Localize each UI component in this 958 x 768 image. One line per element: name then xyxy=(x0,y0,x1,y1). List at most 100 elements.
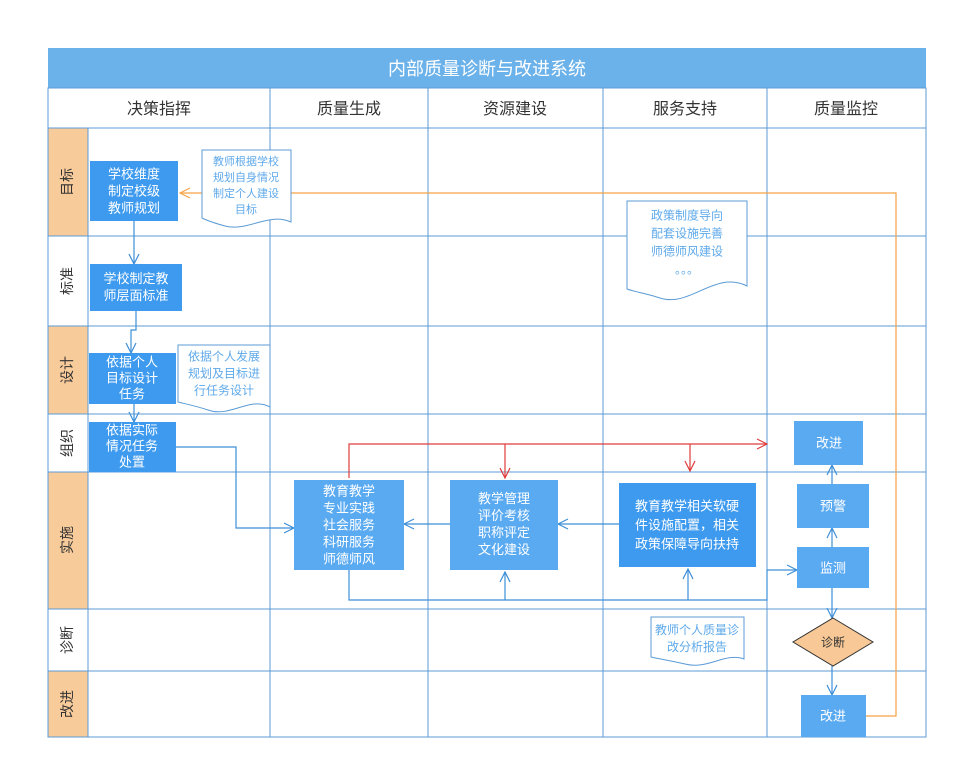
text-line: 文化建设 xyxy=(478,543,530,558)
box-support: 教育教学相关软硬件设施配置，相关政策保障导向扶持 xyxy=(619,483,756,567)
box-school-standard: 学校制定教师层面标准 xyxy=(90,264,182,311)
notes: 教师根据学校规划自身情况制定个人建设目标 政策制度导向配套设施完善师德师风建设。… xyxy=(177,149,748,666)
svg-text:改进: 改进 xyxy=(816,437,842,452)
text-line: 学校制定教 xyxy=(103,271,168,287)
connector-edu-to-monitor xyxy=(348,570,797,601)
row-label-standard: 标准 xyxy=(60,267,76,295)
note-teacher-goal: 教师根据学校规划自身情况制定个人建设目标 xyxy=(201,149,292,228)
title-text: 内部质量诊断与改进系统 xyxy=(388,59,586,80)
connector-standard-to-design xyxy=(131,311,137,353)
row-label-improve: 改进 xyxy=(60,690,76,718)
text-line: 目标设计 xyxy=(106,372,158,387)
box-school-plan: 学校维度制定校级教师规划 xyxy=(90,161,178,221)
text-line: 师层面标准 xyxy=(103,289,168,304)
svg-text:学校维度制定校级教师规划: 学校维度制定校级教师规划 xyxy=(108,167,160,217)
text-line: 教育教学 xyxy=(323,484,375,500)
text-line: 。。。 xyxy=(675,262,699,276)
column-header-quality-gen: 质量生成 xyxy=(317,99,381,118)
row-label-cell-improve xyxy=(48,671,88,737)
text-line: 依据实际 xyxy=(106,424,158,439)
text-line: 诊断 xyxy=(821,634,845,649)
text-line: 教学管理 xyxy=(478,491,530,507)
text-line: 教师规划 xyxy=(108,201,160,217)
red-connector-bar xyxy=(348,444,767,478)
column-header-row: 决策指挥 质量生成 资源建设 服务支持 质量监控 xyxy=(47,87,927,129)
row-label-diagnose: 诊断 xyxy=(60,626,76,654)
row-label-goal: 目标 xyxy=(60,168,76,196)
text-line: 学校维度 xyxy=(108,167,160,183)
text-line: 监测 xyxy=(820,562,846,577)
note-policy: 政策制度导向配套设施完善师德师风建设。。。 xyxy=(626,200,748,301)
svg-text:教学管理评价考核职称评定文化建设: 教学管理评价考核职称评定文化建设 xyxy=(478,491,530,558)
row-label-cell-goal xyxy=(48,128,88,236)
text-line: 师德师风 xyxy=(323,553,375,568)
svg-text:诊断: 诊断 xyxy=(821,634,845,649)
box-org-task: 依据实际情况任务处置 xyxy=(89,422,176,472)
text-line: 制定个人建设 xyxy=(213,186,279,200)
row-label-implement: 实施 xyxy=(60,526,76,554)
text-line: 科研服务 xyxy=(323,535,375,551)
note-report: 教师个人质量诊改分析报告 xyxy=(650,616,745,666)
svg-text:教师根据学校规划自身情况制定个人建设目标: 教师根据学校规划自身情况制定个人建设目标 xyxy=(213,154,279,216)
text-line: 处置 xyxy=(119,456,145,471)
text-line: 改分析报告 xyxy=(667,639,727,654)
text-line: 制定校级 xyxy=(108,184,160,200)
text-line: 师德师风建设 xyxy=(651,243,723,258)
column-header-monitor: 质量监控 xyxy=(814,99,878,118)
text-line: 社会服务 xyxy=(323,518,375,534)
box-monitor: 监测 xyxy=(797,547,869,588)
row-label-cell-design xyxy=(48,326,88,414)
box-management: 教学管理评价考核职称评定文化建设 xyxy=(450,480,558,570)
text-line: 政策制度导向 xyxy=(651,207,723,222)
box-improve-bottom: 改进 xyxy=(801,695,866,737)
text-line: 依据个人发展 xyxy=(188,348,260,363)
text-line: 教师个人质量诊 xyxy=(655,622,739,637)
svg-text:教师个人质量诊改分析报告: 教师个人质量诊改分析报告 xyxy=(655,622,739,654)
svg-text:预警: 预警 xyxy=(820,499,846,515)
text-line: 教师根据学校 xyxy=(213,154,279,168)
text-line: 行任务设计 xyxy=(194,382,254,397)
box-design-task: 依据个人目标设计任务 xyxy=(89,353,176,404)
text-line: 情况任务 xyxy=(106,439,158,455)
row-label-design: 设计 xyxy=(60,356,76,384)
column-header-service: 服务支持 xyxy=(653,99,717,118)
text-line: 任务 xyxy=(119,387,145,403)
text-line: 目标 xyxy=(235,202,257,216)
svg-text:政策制度导向配套设施完善师德师风建设。。。: 政策制度导向配套设施完善师德师风建设。。。 xyxy=(651,207,723,276)
connector-org-to-edu xyxy=(176,446,294,528)
svg-text:学校制定教师层面标准: 学校制定教师层面标准 xyxy=(103,271,168,304)
row-label-cell-standard xyxy=(48,236,88,326)
box-edu-work: 教育教学专业实践社会服务科研服务师德师风 xyxy=(294,480,404,570)
svg-text:监测: 监测 xyxy=(820,562,846,577)
row-label-cell-implement xyxy=(48,472,88,609)
text-line: 教育教学相关软硬 xyxy=(635,499,739,515)
text-line: 规划及目标进 xyxy=(188,365,260,380)
connectors xyxy=(131,193,897,717)
svg-text:教育教学专业实践社会服务科研服务师德师风: 教育教学专业实践社会服务科研服务师德师风 xyxy=(323,484,375,568)
note-design: 依据个人发展规划及目标进行任务设计 xyxy=(177,344,271,413)
column-header-resource: 资源建设 xyxy=(483,99,547,118)
box-improve-top: 改进 xyxy=(794,421,863,465)
svg-text:依据个人发展规划及目标进行任务设计: 依据个人发展规划及目标进行任务设计 xyxy=(188,348,260,397)
process-boxes: 学校维度制定校级教师规划 学校制定教师层面标准 依据个人目标设计任务 依据实际情… xyxy=(89,161,874,737)
svg-text:依据实际情况任务处置: 依据实际情况任务处置 xyxy=(106,424,158,471)
svg-text:教育教学相关软硬件设施配置，相关政策保障导向扶持: 教育教学相关软硬件设施配置，相关政策保障导向扶持 xyxy=(635,499,739,553)
text-line: 依据个人 xyxy=(106,356,158,371)
text-line: 评价考核 xyxy=(478,509,530,524)
box-diagnose: 诊断 xyxy=(792,617,874,667)
grid-lines xyxy=(47,127,927,738)
box-warn: 预警 xyxy=(797,484,869,528)
svg-text:改进: 改进 xyxy=(820,710,846,725)
row-labels: 目标 标准 设计 组织 实施 诊断 改进 xyxy=(48,128,88,737)
column-header-decision: 决策指挥 xyxy=(127,99,191,118)
orange-feedback-connector xyxy=(180,193,897,717)
title-bar xyxy=(48,48,926,88)
svg-text:依据个人目标设计任务: 依据个人目标设计任务 xyxy=(106,356,158,403)
row-label-organize: 组织 xyxy=(60,429,76,457)
text-line: 改进 xyxy=(816,437,842,452)
text-line: 规划自身情况 xyxy=(213,170,279,184)
text-line: 件设施配置，相关 xyxy=(635,519,739,534)
text-line: 专业实践 xyxy=(323,502,375,517)
row-label-cell-diagnose xyxy=(48,609,88,671)
